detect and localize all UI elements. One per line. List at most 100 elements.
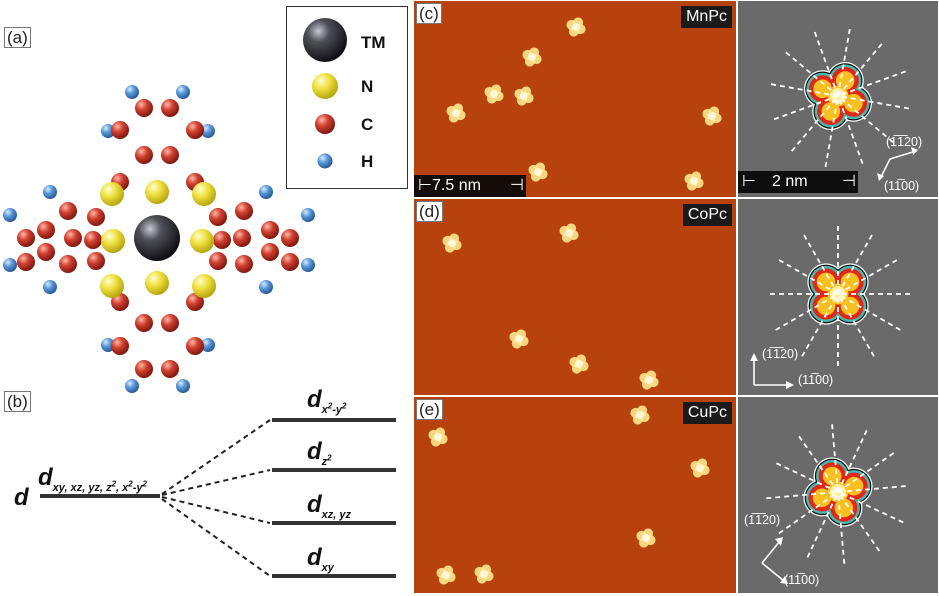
carbon-atom	[135, 146, 153, 164]
stm-zoom-mnpc-image	[766, 24, 910, 168]
adsorbed-molecule	[684, 171, 704, 191]
legend-label-n: N	[361, 77, 374, 96]
nitrogen-atom	[101, 229, 125, 253]
stm-zoom-cupc-image	[766, 420, 910, 564]
carbon-atom	[135, 314, 153, 332]
dxy-label: dxy	[307, 544, 334, 574]
carbon-atom	[161, 314, 179, 332]
direction-label-1-1-20: (1̅1̅20)	[886, 135, 923, 149]
dxz-yz-label: dxz, yz	[307, 491, 352, 521]
stm-wide-copc-image	[442, 223, 659, 390]
carbon-atom	[209, 208, 227, 226]
adsorbed-molecule	[702, 106, 722, 126]
hydrogen-atom	[201, 338, 215, 352]
adsorbed-molecule	[636, 528, 656, 548]
stm-wide-cupc: (e) CuPc	[414, 397, 736, 593]
adsorbed-molecule	[474, 564, 494, 584]
carbon-atom	[186, 337, 204, 355]
adsorbed-molecule	[509, 329, 529, 349]
legend-item-n: N	[287, 69, 407, 109]
carbon-atom	[161, 360, 179, 378]
hydrogen-atom	[301, 208, 315, 222]
phthalocyanine-structure	[3, 85, 315, 393]
atom-legend: TM N C H	[286, 6, 408, 189]
carbon-atom	[59, 202, 77, 220]
carbon-atom	[186, 121, 204, 139]
symmetry-axes	[766, 24, 910, 168]
adsorbed-molecule	[639, 370, 659, 390]
carbon-atom	[235, 255, 253, 273]
molecule-tag-cupc: CuPc	[682, 402, 732, 424]
h-atom-icon	[317, 153, 333, 169]
stm-wide-mnpc-image	[446, 17, 722, 191]
nitrogen-atom	[192, 182, 216, 206]
nitrogen-atom	[190, 229, 214, 253]
transition-metal-atom	[134, 215, 180, 261]
hydrogen-atom	[201, 124, 215, 138]
legend-item-h: H	[287, 144, 407, 184]
hydrogen-atom	[43, 185, 57, 199]
lattice-direction-arrows	[750, 353, 794, 389]
carbon-atom	[186, 293, 204, 311]
carbon-atom	[213, 231, 231, 249]
lattice-direction-arrows	[761, 537, 788, 584]
dz2-label: dz2	[307, 438, 332, 468]
stm-zoom-copc-image	[766, 222, 910, 366]
direction-label-1-1-20: (1̅1̅20)	[762, 347, 799, 361]
carbon-atom	[37, 243, 55, 261]
adsorbed-molecule	[428, 427, 448, 447]
hydrogen-atom	[125, 379, 139, 393]
hydrogen-atom	[176, 379, 190, 393]
symmetry-axes	[766, 420, 910, 564]
molecule-tag-mnpc: MnPc	[681, 6, 732, 28]
hydrogen-atom	[259, 280, 273, 294]
molecule-tag-copc: CoPc	[682, 204, 732, 226]
hydrogen-atom	[125, 85, 139, 99]
panel-label-b: (b)	[4, 391, 31, 412]
stm-zoom-cupc: (1̅1̅20) (11̅00)	[738, 397, 938, 593]
carbon-atom	[37, 221, 55, 239]
d-orbital-label: d	[14, 484, 29, 511]
lattice-direction-arrows	[877, 147, 918, 181]
adsorbed-molecule	[436, 565, 456, 585]
adsorbed-molecule	[566, 17, 586, 37]
adsorbed-molecule	[442, 233, 462, 253]
carbon-atom	[281, 253, 299, 271]
legend-item-tm: TM	[287, 18, 407, 62]
adsorbed-molecule	[528, 162, 548, 182]
symmetry-axes	[766, 222, 910, 366]
carbon-atom	[233, 229, 251, 247]
stm-wide-mnpc: (c) MnPc ⊢ 7.5 nm ⊣	[414, 1, 736, 197]
carbon-atom	[281, 229, 299, 247]
adsorbed-molecule	[559, 223, 579, 243]
carbon-atom	[111, 337, 129, 355]
adsorbed-molecule	[446, 103, 466, 123]
hydrogen-atom	[301, 258, 315, 272]
hydrogen-atom	[259, 185, 273, 199]
degenerate-d-label: dxy, xz, yz, z2, x2-y2	[38, 464, 147, 494]
carbon-atom	[87, 252, 105, 270]
carbon-atom	[161, 99, 179, 117]
direction-label-1-100: (11̅00)	[798, 373, 834, 387]
carbon-atom	[135, 99, 153, 117]
adsorbed-molecule	[484, 84, 504, 104]
carbon-atom	[209, 252, 227, 270]
carbon-atom	[135, 360, 153, 378]
carbon-atom	[261, 221, 279, 239]
nitrogen-atom	[100, 182, 124, 206]
adsorbed-molecule	[522, 47, 542, 67]
nitrogen-atom	[145, 180, 169, 204]
legend-item-c: C	[287, 107, 407, 147]
carbon-atom	[161, 146, 179, 164]
tm-atom-icon	[303, 18, 347, 62]
direction-label-1-100: (11̅00)	[884, 179, 920, 193]
c-atom-icon	[315, 114, 335, 134]
orbital-splitting-diagram	[40, 418, 396, 578]
carbon-atom	[17, 229, 35, 247]
carbon-atom	[17, 253, 35, 271]
stm-wide-copc: (d) CoPc	[414, 199, 736, 395]
stm-zoom-mnpc: ⊢ 2 nm ⊣ (1̅1̅20) (11̅00)	[738, 1, 938, 197]
hydrogen-atom	[3, 208, 17, 222]
hydrogen-atom	[3, 258, 17, 272]
scale-bar-2nm: ⊢ 2 nm ⊣	[738, 171, 858, 193]
